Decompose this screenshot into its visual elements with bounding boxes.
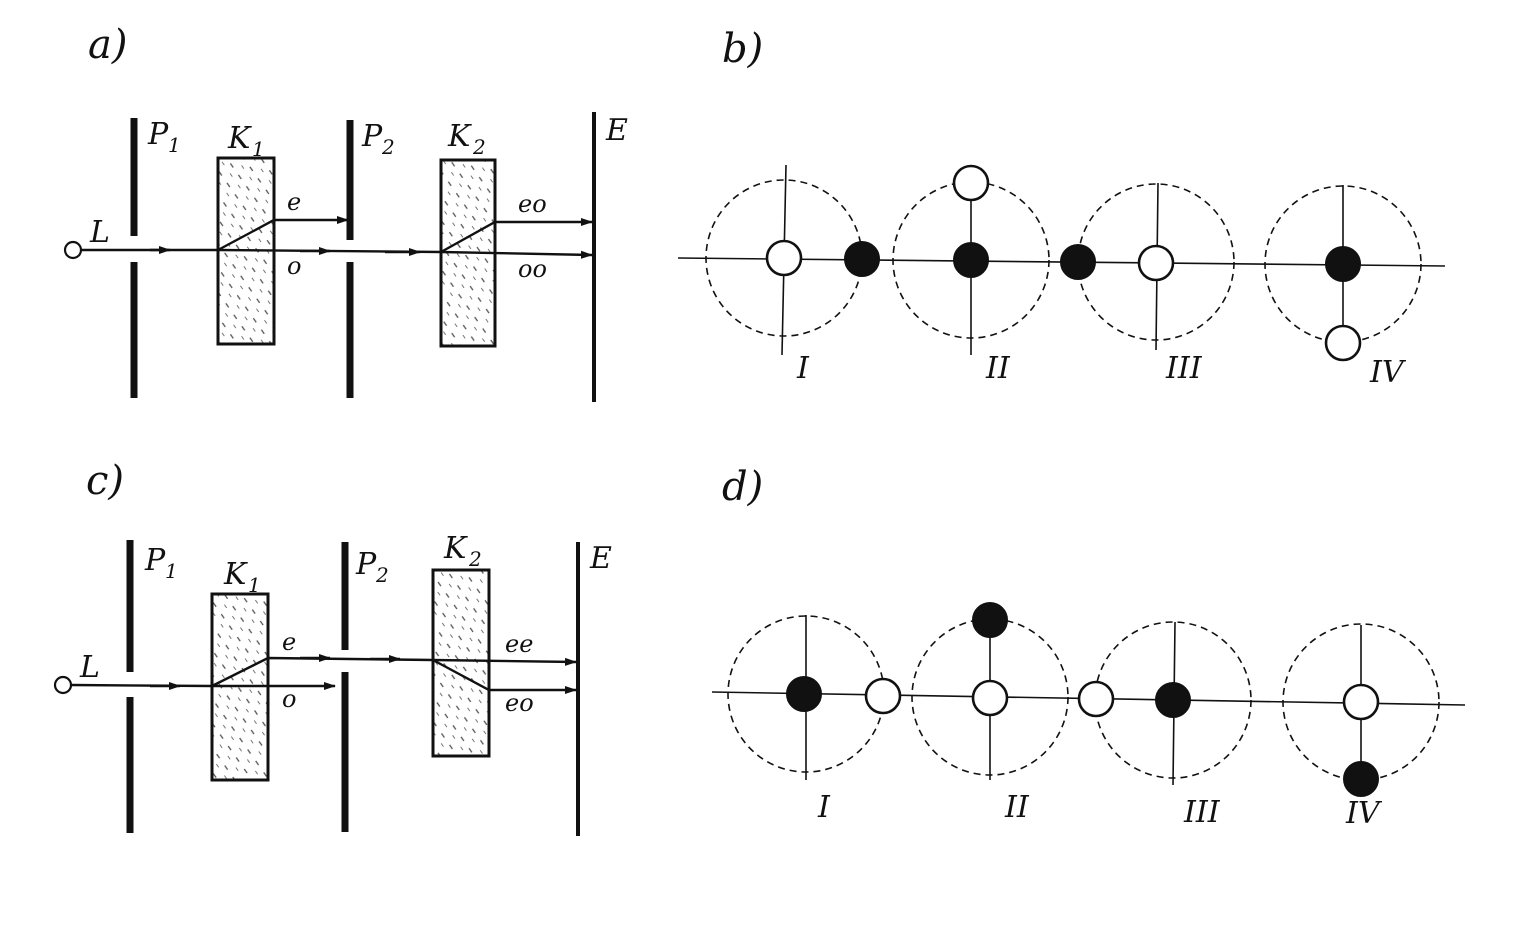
- panel-d-diagram-II: II: [911, 602, 1069, 825]
- crystal-k2-label: K: [447, 119, 472, 154]
- polarizer-p1-subscript: 1: [165, 559, 178, 583]
- ordinary-spot-open: [765, 239, 803, 277]
- panel-d-diagram-I: I: [727, 615, 902, 825]
- numeral-IV: IV: [1369, 355, 1407, 390]
- polarizer-p1-subscript: 1: [168, 133, 181, 157]
- polarizer-p1-label: P: [144, 543, 166, 578]
- ray-ee-label: ee: [505, 630, 533, 658]
- numeral-III: III: [1183, 795, 1221, 830]
- spot-filled-center: [953, 242, 989, 278]
- polarizer-p2-label: P: [361, 119, 383, 154]
- numeral-I: I: [817, 790, 831, 825]
- spot-filled-center: [1325, 246, 1361, 282]
- panel-b-diagram-II: II: [892, 164, 1050, 386]
- crystal-k2: [431, 568, 491, 758]
- ray-e-label: e: [282, 628, 296, 656]
- panel-b-diagram-III: III: [1060, 182, 1235, 386]
- panel-d-label: d): [722, 464, 763, 510]
- spot-open-right: [864, 677, 902, 715]
- screen-e-label: E: [605, 113, 628, 148]
- crystal-k2-subscript: 2: [468, 547, 482, 571]
- source-label: L: [79, 650, 100, 685]
- spot-open-center: [971, 679, 1009, 717]
- spot-open-left: [1077, 680, 1115, 718]
- ray-eo: [432, 658, 577, 694]
- numeral-IV: IV: [1345, 796, 1383, 831]
- spot-open-bottom: [1324, 324, 1362, 362]
- panel-a: a) L P 1 K 1 P 2 K 2 E e o: [63, 22, 628, 402]
- panel-a-label: a): [88, 22, 127, 68]
- ray-incident: [70, 683, 213, 688]
- source-label: L: [89, 215, 110, 250]
- panel-b-diagram-IV: IV: [1264, 185, 1422, 390]
- polarizer-p2-subscript: 2: [381, 135, 395, 159]
- spot-filled-bottom: [1343, 761, 1379, 797]
- ray-o-label: o: [287, 252, 301, 280]
- crystal-k2-subscript: 2: [472, 135, 486, 159]
- light-source-icon: [53, 675, 73, 695]
- numeral-II: II: [985, 351, 1011, 386]
- ray-oo: [440, 250, 593, 259]
- screen-e-label: E: [589, 541, 612, 576]
- panel-d-diagram-IV: IV: [1282, 623, 1440, 831]
- panel-b-label: b): [722, 26, 763, 72]
- light-source-icon: [63, 240, 83, 260]
- spot-open-center: [1342, 683, 1380, 721]
- panel-b-diagram-I: I: [705, 164, 880, 386]
- panel-d-diagram-III: III: [1077, 621, 1252, 830]
- spot-filled-left: [1060, 244, 1096, 280]
- spot-filled-top: [972, 602, 1008, 638]
- numeral-I: I: [796, 351, 810, 386]
- numeral-III: III: [1165, 351, 1203, 386]
- polarizer-p1-label: P: [147, 117, 169, 152]
- spot-open-center: [1137, 244, 1175, 282]
- crystal-k1-subscript: 1: [252, 137, 265, 161]
- numeral-II: II: [1004, 790, 1030, 825]
- extraordinary-spot-filled: [844, 241, 880, 277]
- spot-filled-center: [1155, 682, 1191, 718]
- panel-c-label: c): [86, 458, 124, 504]
- ray-e-k1: [217, 216, 349, 252]
- ray-eo-label: eo: [518, 190, 547, 218]
- ray-ee: [432, 657, 577, 666]
- polarizer-p2-subscript: 2: [375, 563, 389, 587]
- panel-b: b) I II III IV: [677, 26, 1446, 390]
- ray-oo-label: oo: [518, 255, 547, 283]
- crystal-k1-subscript: 1: [248, 573, 261, 597]
- crystal-k2-label: K: [443, 531, 468, 566]
- ray-e-label: e: [287, 188, 301, 216]
- ray-eo-label: eo: [505, 689, 534, 717]
- panel-c: c) L P 1 K 1 P 2 K 2 E e o ee eo: [53, 458, 612, 836]
- spot-open-top: [952, 164, 990, 202]
- spot-filled-center: [786, 676, 822, 712]
- ray-eo: [440, 218, 593, 254]
- crystal-k1-label: K: [223, 557, 248, 592]
- crystal-k1-label: K: [227, 121, 252, 156]
- ray-o-label: o: [282, 685, 296, 713]
- polarizer-p2-label: P: [355, 547, 377, 582]
- panel-d: d) I II III IV: [711, 464, 1466, 831]
